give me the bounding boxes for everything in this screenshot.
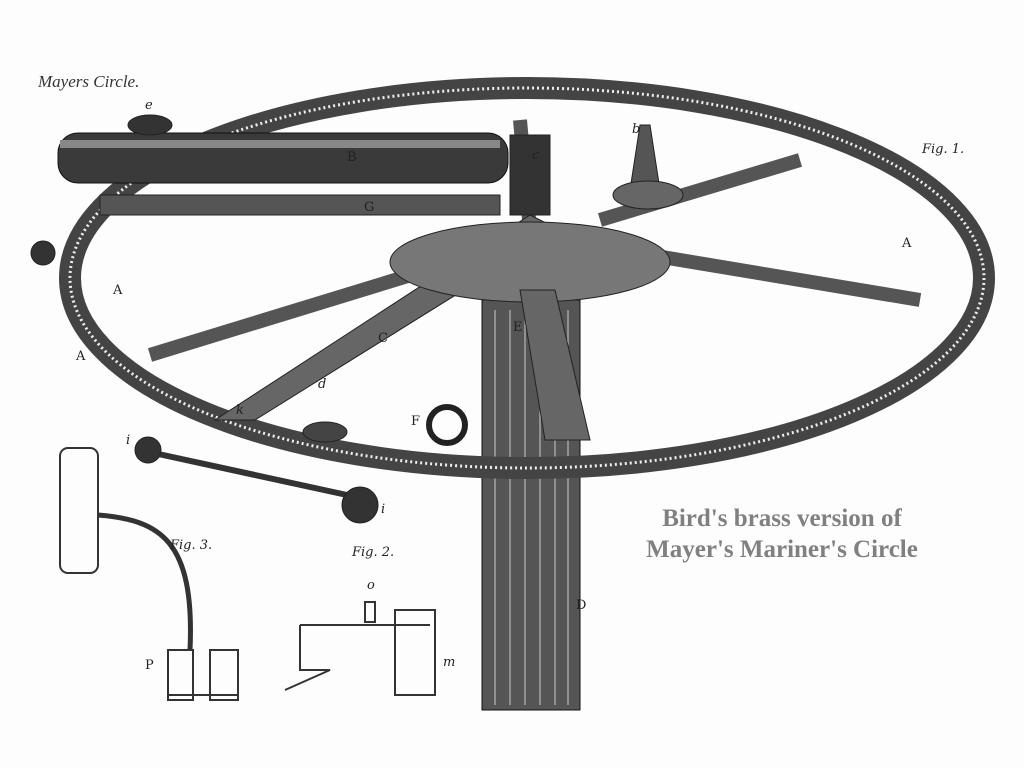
label-D: D [576,598,587,613]
figure-title: Mayers Circle. [38,72,140,91]
label-b: b [632,122,641,137]
ring-F [426,404,468,446]
label-A: A [76,349,86,364]
label-fig2: Fig. 2. [352,545,395,560]
label-d: d [318,377,327,392]
spoke [597,153,803,227]
arm-E [519,289,591,441]
screw-i [341,486,379,524]
caption-line-2: Mayer's Mariner's Circle [646,536,918,563]
label-o: o [367,578,375,593]
label-A: A [113,283,123,298]
mirror-c [509,134,551,216]
label-i: i [126,433,131,448]
clamp-d [302,421,348,443]
caption: Bird's brass version of Mayer's Mariner'… [612,503,952,565]
fig-2-drawing [284,601,436,696]
label-e: e [145,98,153,113]
label-B: B [347,150,357,165]
telescope-base-G [99,194,501,216]
label-i: i [381,502,386,517]
spoke [618,243,922,307]
label-m: m [443,655,456,670]
caption-line-1: Bird's brass version of [662,505,902,532]
label-G: G [364,200,375,215]
screw-i [134,436,162,464]
label-C: C [378,331,388,346]
label-E: E [513,320,523,335]
label-k: k [236,403,244,418]
label-P: P [145,658,154,673]
label-fig1: Fig. 1. [922,142,965,157]
fig-3-drawing [59,447,239,701]
label-F: F [411,414,421,429]
label-fig3: Fig. 3. [170,538,213,553]
knob-e [127,114,173,136]
label-A: A [902,236,912,251]
label-c: c [532,148,540,163]
